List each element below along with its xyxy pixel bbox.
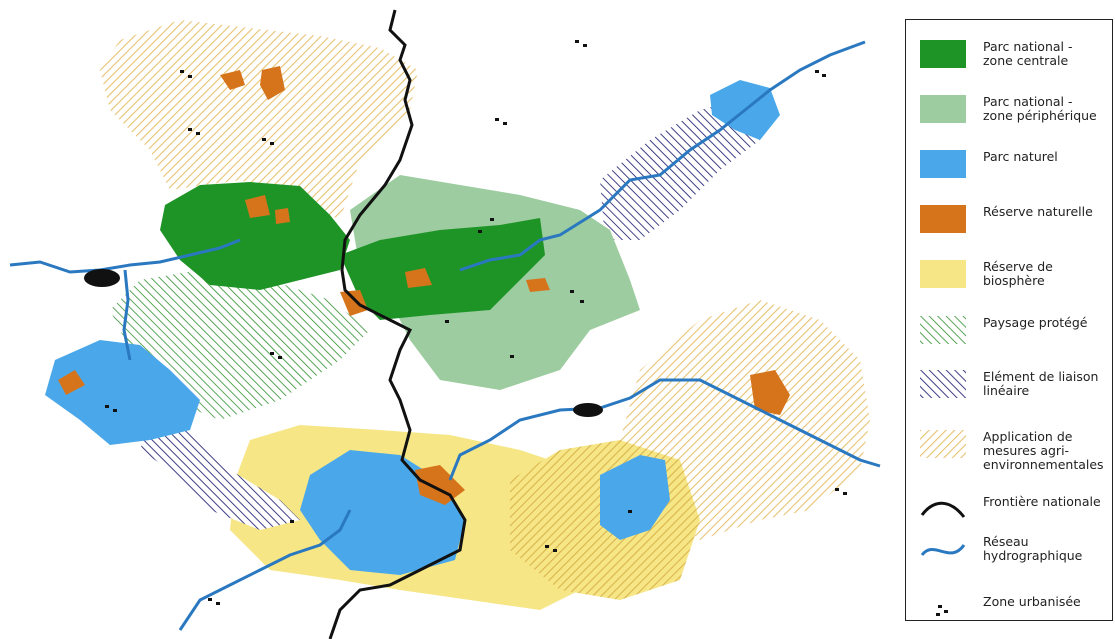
legend-swatch-protected-landscape (920, 316, 966, 344)
agri-zone-north (100, 20, 418, 220)
corridor-southwest (140, 420, 300, 530)
river-network (9, 40, 881, 631)
legend-swatch-biosphere (920, 260, 966, 288)
legend-swatch-nat-peripheral (920, 95, 966, 123)
legend-label: Application de mesures agri- environneme… (983, 429, 1104, 472)
legend-swatch-river (920, 535, 966, 563)
legend-label: Parc national - zone centrale (983, 39, 1073, 68)
protected-areas-map (9, 9, 881, 639)
corridor-east (600, 100, 760, 240)
legend-label: Elément de liaison linéaire (983, 369, 1099, 398)
legend-label: Réserve naturelle (983, 204, 1093, 219)
national-park-central-east (340, 218, 545, 320)
legend-swatch-corridor (920, 370, 966, 398)
legend-swatch-nat-central (920, 40, 966, 68)
national-park-central-west (160, 182, 350, 290)
legend-swatch-urban (920, 595, 966, 623)
legend-swatch-agri-env (920, 430, 966, 458)
legend-label: Réseau hydrographique (983, 534, 1083, 563)
legend-swatch-natural-park (920, 150, 966, 178)
legend-swatch-border (920, 495, 966, 523)
legend-label: Zone urbanisée (983, 594, 1081, 609)
legend-label: Parc national - zone périphérique (983, 94, 1097, 123)
urban-zones (84, 40, 847, 605)
natural-park-southeast (600, 455, 670, 540)
nature-reserves (58, 66, 790, 505)
legend-swatch-nature-reserve (920, 205, 966, 233)
natural-park-west (45, 340, 200, 445)
legend-label: Réserve de biosphère (983, 259, 1053, 288)
national-border (328, 9, 467, 639)
legend-label: Parc naturel (983, 149, 1058, 164)
legend-label: Paysage protégé (983, 315, 1088, 330)
legend-label: Frontière nationale (983, 494, 1101, 509)
